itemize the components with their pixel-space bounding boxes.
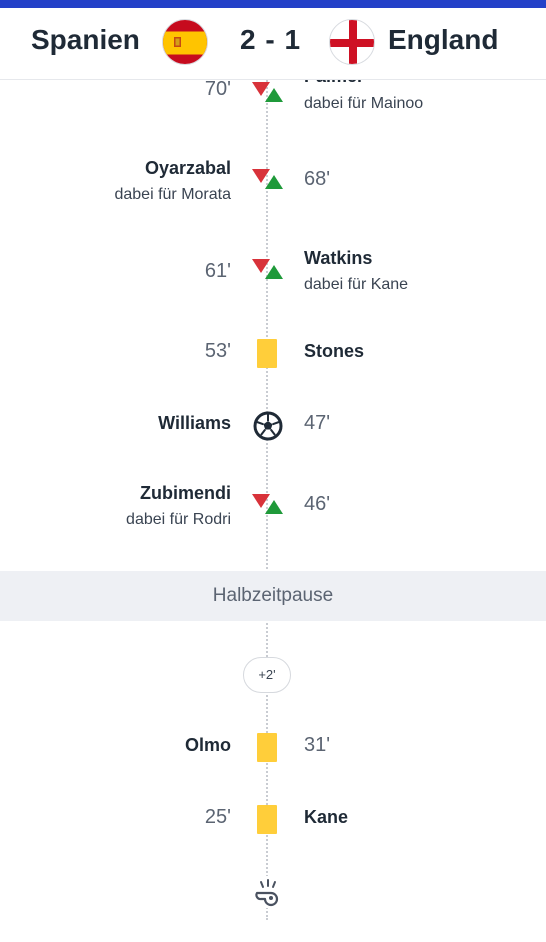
stoppage-time-badge: +2' <box>243 657 291 693</box>
player-name[interactable]: Watkins <box>304 248 373 268</box>
player-name[interactable]: Zubimendi <box>140 483 231 503</box>
brand-bar <box>0 0 546 8</box>
substitution-icon <box>252 82 283 102</box>
player-name[interactable]: Kane <box>304 807 349 827</box>
substitution-icon <box>252 169 283 189</box>
player-name[interactable]: Oyarzabal <box>144 158 231 178</box>
substitution-detail: dabei für Mainoo <box>304 95 424 112</box>
timeline-event: 61' Watkins dabei für Kane <box>0 245 546 305</box>
timeline-event: 53' Stones <box>0 323 546 383</box>
timeline-event: Zubimendi dabei für Rodri 46' <box>0 480 546 540</box>
event-minute: 31' <box>304 734 331 756</box>
football-icon <box>253 411 283 441</box>
event-minute: 53' <box>204 340 231 362</box>
substitution-detail: dabei für Rodri <box>126 511 231 528</box>
substitution-icon <box>252 494 283 514</box>
event-minute: 46' <box>304 493 331 515</box>
match-score: 2 - 1 <box>240 24 302 55</box>
event-minute: 70' <box>204 78 231 100</box>
substitution-detail: dabei für Kane <box>304 276 409 293</box>
substitution-detail: dabei für Morata <box>114 186 231 203</box>
spain-flag-icon <box>162 19 208 65</box>
match-header: Spanien 2 - 1 England <box>0 8 546 80</box>
player-name[interactable]: Olmo <box>184 735 231 755</box>
away-team-name[interactable]: England <box>388 24 499 55</box>
timeline-line <box>266 80 268 920</box>
event-minute: 25' <box>204 806 231 828</box>
england-flag-icon <box>329 19 375 65</box>
player-name[interactable]: Williams <box>158 413 231 433</box>
yellow-card-icon <box>257 733 277 762</box>
timeline-event: Olmo 31' <box>0 717 546 777</box>
yellow-card-icon <box>257 805 277 834</box>
player-name[interactable]: Stones <box>304 341 365 361</box>
substitution-icon <box>252 259 283 279</box>
timeline-event: Oyarzabal dabei für Morata 68' <box>0 155 546 215</box>
event-minute: 68' <box>304 168 331 190</box>
home-team-name[interactable]: Spanien <box>31 24 140 55</box>
halftime-divider: Halbzeitpause <box>0 571 546 621</box>
yellow-card-icon <box>257 339 277 368</box>
event-minute: 47' <box>304 412 331 434</box>
event-minute: 61' <box>204 260 231 282</box>
whistle-icon <box>251 876 283 908</box>
timeline-event: Williams 47' <box>0 395 546 455</box>
timeline-event: 25' Kane <box>0 789 546 849</box>
